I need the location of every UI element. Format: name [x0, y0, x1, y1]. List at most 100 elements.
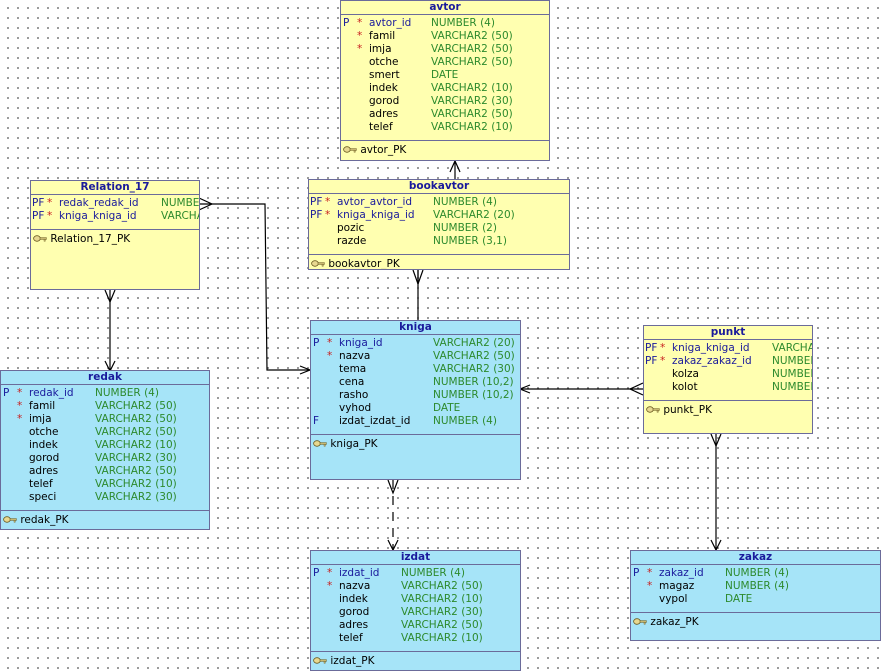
column-name[interactable]: vypol [659, 593, 688, 605]
column-name[interactable]: kniga_id [339, 337, 383, 349]
column-name[interactable]: telef [369, 121, 393, 133]
mandatory-star-icon: * [17, 413, 23, 425]
entity-title[interactable]: bookavtor [309, 180, 569, 194]
column-name[interactable]: gorod [29, 452, 60, 464]
column-name[interactable]: kolza [672, 368, 699, 380]
column-name[interactable]: famil [29, 400, 56, 412]
column-name[interactable]: zakaz_id [659, 567, 704, 579]
relationship-bookavtor-avtor[interactable] [449, 159, 461, 180]
column-datatype: VARCHAR2 (10) [401, 593, 483, 605]
relationship-punkt-zakaz[interactable] [710, 433, 722, 552]
key-icon [311, 260, 325, 267]
column-datatype: NUMBER [772, 355, 812, 367]
column-name[interactable]: adres [339, 619, 369, 631]
column-key-flag: PF [310, 209, 323, 221]
entity-title[interactable]: zakaz [631, 551, 880, 565]
key-icon [313, 440, 327, 447]
column-name[interactable]: indek [29, 439, 58, 451]
entity-relation17[interactable]: Relation_17PF*redak_redak_idNUMBERPF*kni… [30, 180, 200, 290]
primary-key-row[interactable]: zakaz_PK [633, 616, 699, 629]
column-name[interactable]: smert [369, 69, 400, 81]
column-key-flag: PF [645, 342, 658, 354]
column-name[interactable]: telef [29, 478, 53, 490]
column-name[interactable]: avtor_avtor_id [337, 196, 413, 208]
relationship-relation17-kniga[interactable] [198, 197, 312, 375]
column-key-flag: PF [645, 355, 658, 367]
column-key-flag: P [313, 337, 320, 349]
column-datatype: NUMBER [772, 381, 812, 393]
column-name[interactable]: speci [29, 491, 57, 503]
primary-key-row[interactable]: izdat_PK [313, 655, 374, 668]
keys-divider [631, 612, 880, 613]
mandatory-star-icon: * [327, 567, 333, 579]
entity-title[interactable]: kniga [311, 321, 520, 335]
column-name[interactable]: nazva [339, 580, 371, 592]
column-name[interactable]: indek [339, 593, 368, 605]
column-name[interactable]: pozic [337, 222, 365, 234]
column-name[interactable]: izdat_id [339, 567, 380, 579]
primary-key-row[interactable]: Relation_17_PK [33, 233, 130, 246]
column-datatype: DATE [725, 593, 753, 605]
column-name[interactable]: zakaz_zakaz_id [672, 355, 752, 367]
column-key-flag: PF [32, 210, 45, 222]
primary-key-name: zakaz_PK [650, 616, 699, 628]
primary-key-row[interactable]: kniga_PK [313, 438, 378, 451]
column-name[interactable]: razde [337, 235, 367, 247]
column-name[interactable]: famil [369, 30, 396, 42]
column-name[interactable]: kniga_kniga_id [59, 210, 137, 222]
primary-key-row[interactable]: redak_PK [3, 514, 69, 527]
column-name[interactable]: telef [339, 632, 363, 644]
column-name[interactable]: nazva [339, 350, 371, 362]
entity-title[interactable]: redak [1, 371, 209, 385]
column-name[interactable]: tema [339, 363, 367, 375]
primary-key-row[interactable]: avtor_PK [343, 144, 406, 157]
relationship-kniga-izdat[interactable] [387, 479, 399, 552]
column-name[interactable]: gorod [339, 606, 370, 618]
relationship-relation17-redak[interactable] [104, 289, 116, 373]
relationship-punkt-kniga[interactable] [518, 382, 644, 396]
column-name[interactable]: kolot [672, 381, 698, 393]
column-name[interactable]: indek [369, 82, 398, 94]
column-name[interactable]: kniga_kniga_id [337, 209, 415, 221]
key-icon [343, 146, 357, 153]
column-name[interactable]: kniga_kniga_id [672, 342, 750, 354]
column-name[interactable]: vyhod [339, 402, 372, 414]
entity-title[interactable]: avtor [341, 1, 549, 15]
column-datatype: VARCHAR2 (20) [433, 209, 515, 221]
column-name[interactable]: gorod [369, 95, 400, 107]
column-name[interactable]: otche [369, 56, 399, 68]
column-name[interactable]: redak_id [29, 387, 74, 399]
primary-key-name: Relation_17_PK [50, 233, 131, 245]
entity-title[interactable]: Relation_17 [31, 181, 199, 195]
column-name[interactable]: rasho [339, 389, 369, 401]
mandatory-star-icon: * [660, 342, 666, 354]
primary-key-row[interactable]: punkt_PK [646, 404, 712, 417]
entity-title[interactable]: punkt [644, 326, 812, 340]
mandatory-star-icon: * [325, 209, 331, 221]
relationship-bookavtor-kniga[interactable] [412, 269, 424, 321]
key-icon [633, 618, 647, 625]
column-name[interactable]: redak_redak_id [59, 197, 139, 209]
entity-title[interactable]: izdat [311, 551, 520, 565]
keys-divider [341, 140, 549, 141]
primary-key-row[interactable]: bookavtor_PK [311, 258, 400, 269]
key-icon [33, 235, 47, 242]
column-name[interactable]: imja [29, 413, 52, 425]
column-name[interactable]: cena [339, 376, 365, 388]
column-name[interactable]: imja [369, 43, 392, 55]
column-name[interactable]: magaz [659, 580, 695, 592]
keys-divider [311, 651, 520, 652]
column-name[interactable]: adres [369, 108, 399, 120]
column-name[interactable]: avtor_id [369, 17, 412, 29]
column-name[interactable]: izdat_izdat_id [339, 415, 411, 427]
column-name[interactable]: otche [29, 426, 59, 438]
column-name[interactable]: adres [29, 465, 59, 477]
column-datatype: VARCHAR2 (50) [431, 108, 513, 120]
